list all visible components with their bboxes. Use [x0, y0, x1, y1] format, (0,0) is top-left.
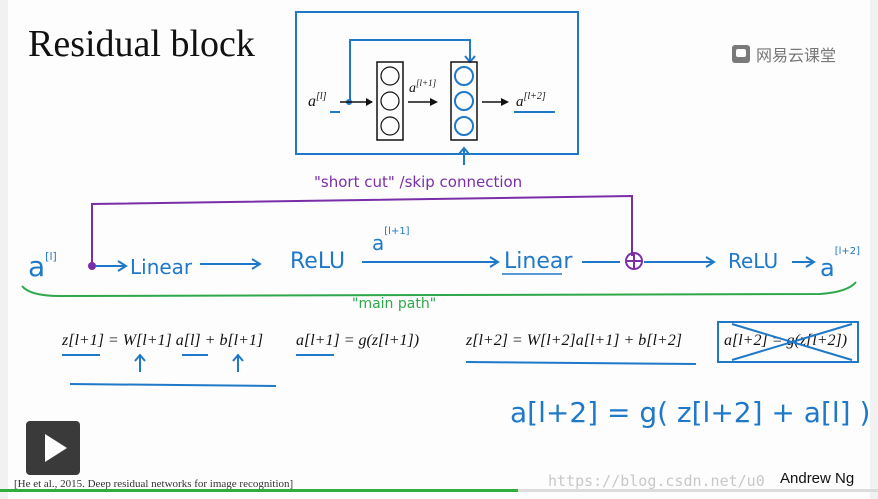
eq3-underline — [465, 361, 697, 365]
layer-two — [450, 61, 478, 141]
diagram-box — [295, 11, 579, 155]
arrowhead-mid — [430, 98, 438, 106]
arrowhead-3 — [489, 256, 500, 268]
shortcut-path — [91, 194, 633, 265]
arrowhead-out — [501, 98, 509, 106]
eq4-cross-2 — [731, 323, 853, 361]
equation-5: a[l+2] = g( z[l+2] + a[l] ) — [510, 396, 870, 429]
arrowhead-6 — [805, 256, 816, 268]
equation-1: z[l+1] = W[l+1] a[l] + b[l+1] — [61, 332, 263, 349]
layer-one — [376, 61, 404, 141]
eq1-bottom-line — [69, 383, 277, 387]
shortcut-annotation: "short cut" /skip connection — [314, 173, 522, 191]
neuron — [380, 91, 400, 111]
citation: [He et al., 2015. Deep residual networks… — [14, 478, 294, 490]
neuron — [454, 116, 474, 136]
step-linear-2: Linear — [504, 249, 573, 274]
main-path-brace — [21, 281, 857, 298]
watermark: https://blog.csdn.net/u0 — [548, 472, 765, 490]
progress-fill — [0, 489, 519, 492]
play-icon — [45, 434, 67, 462]
play-button[interactable] — [26, 421, 80, 475]
author-name: Andrew Ng — [780, 470, 855, 487]
skip-arc — [349, 39, 471, 100]
main-end-label: a[l+2] — [820, 246, 860, 282]
diagram-input-label: a[l] — [308, 91, 327, 110]
progress-bar[interactable] — [0, 489, 878, 492]
step-linear-1: Linear — [130, 255, 193, 279]
arrowhead-1 — [117, 260, 128, 272]
main-mid-label: a[l+1] — [372, 226, 410, 255]
equation-2: a[l+1] = g(z[l+1]) — [296, 332, 419, 349]
logo-text: 网易云课堂 — [756, 46, 837, 65]
step-relu-1: ReLU — [290, 249, 345, 274]
diagram-output-label: a[l+2] — [516, 91, 546, 110]
eq4-box — [717, 321, 859, 363]
left-edge — [0, 0, 8, 499]
equation-3: z[l+2] = W[l+2]a[l+1] + b[l+2] — [465, 332, 682, 349]
neuron — [380, 66, 400, 86]
diagram-mid-label: a[l+1] — [409, 78, 437, 96]
arrowhead-in — [366, 98, 373, 106]
main-path-annotation: "main path" — [352, 296, 436, 312]
arrowhead-5 — [705, 256, 716, 268]
eq1-pointer-b — [232, 353, 244, 372]
eq1-pointer-w — [134, 353, 146, 372]
neuron — [454, 66, 474, 86]
step-relu-2: ReLU — [728, 249, 778, 273]
right-edge — [870, 0, 878, 499]
neuron — [454, 91, 474, 111]
pointer-arrowhead — [458, 146, 470, 155]
logo-icon — [732, 45, 750, 63]
slide-title: Residual block — [28, 23, 255, 65]
arrowhead-2 — [251, 258, 262, 270]
main-start-label: a[l] — [28, 250, 57, 283]
logo: 网易云课堂 — [732, 42, 836, 66]
branch-dot — [88, 262, 96, 270]
neuron — [380, 116, 400, 136]
